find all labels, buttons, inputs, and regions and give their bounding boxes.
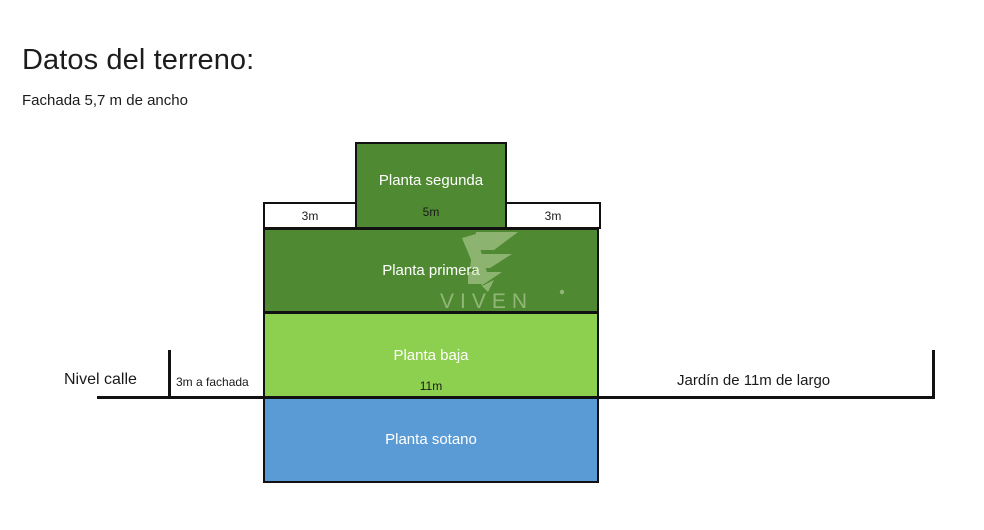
floor-label-planta-segunda: Planta segunda (378, 172, 484, 189)
annotation-nivel-calle: Nivel calle (64, 371, 137, 388)
floor-dimension-planta-baja: 11m (419, 379, 443, 393)
annotation-garden-length: Jardín de 11m de largo (677, 372, 831, 389)
garden-end-tick-mark (932, 350, 935, 398)
floor-label-planta-sotano: Planta sotano (385, 431, 477, 448)
page-title: Datos del terreno: (22, 44, 255, 76)
annotation-setback: 3m a fachada (176, 375, 249, 389)
terrace-label-left: 3m (301, 208, 319, 223)
floor-block-planta-sotano: Planta sotano (263, 397, 599, 483)
floor-label-planta-baja: Planta baja (393, 347, 469, 364)
floor-block-planta-segunda: Planta segunda 5m (355, 142, 507, 229)
page-subtitle: Fachada 5,7 m de ancho (22, 92, 188, 109)
setback-tick-mark (168, 350, 171, 398)
terrace-label-right: 3m (544, 208, 562, 223)
floor-dimension-planta-segunda: 5m (422, 205, 440, 219)
terrace-box-left: 3m (263, 202, 357, 229)
street-level-line-left (97, 396, 267, 399)
terrace-box-right: 3m (505, 202, 601, 229)
floor-block-planta-baja: Planta baja 11m (263, 312, 599, 398)
floor-label-planta-primera: Planta primera (382, 261, 480, 279)
street-level-line-right (596, 396, 935, 399)
floor-block-planta-primera: Planta primera (263, 228, 599, 313)
